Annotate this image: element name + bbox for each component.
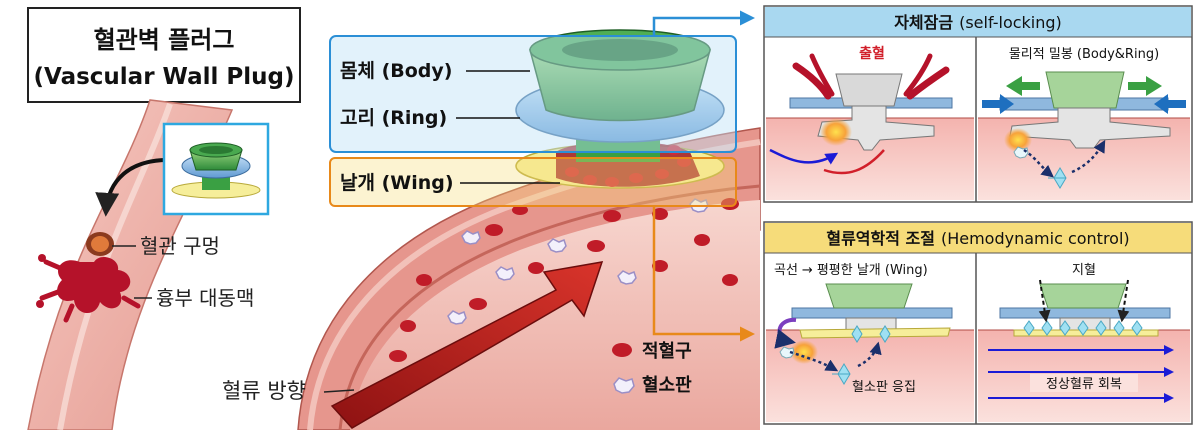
aorta-label: 흉부 대동맥 <box>156 286 254 310</box>
flow-label: 혈류 방향 <box>222 379 306 403</box>
plug-device <box>515 29 725 189</box>
title-box: 혈관벽 플러그 (Vascular Wall Plug) <box>27 7 301 103</box>
title-line1: 혈관벽 플러그 <box>94 26 235 54</box>
insert-arrow <box>95 158 169 217</box>
panel-bottom-left-sub: 혈소판 응집 <box>852 380 916 395</box>
panel-bottom-title: 혈류역학적 조절(Hemodynamic control) <box>826 229 1129 248</box>
wing-box: 날개 (Wing) <box>329 157 737 207</box>
platelet-group <box>447 198 709 325</box>
legend-rbc-label: 적혈구 <box>642 340 692 362</box>
body-label: 몸체 (Body) <box>340 60 452 82</box>
panel-top-right-label: 물리적 밀봉 (Body&Ring) <box>1009 47 1159 62</box>
panel-bottom-right-sub: 정상혈류 회복 <box>1046 377 1122 392</box>
panel-self-locking: 자체잠금(self-locking) 출혈 물리적 밀봉 (Body&Ring) <box>763 5 1193 203</box>
panel-top-title: 자체잠금(self-locking) <box>894 13 1062 32</box>
rbc-group <box>389 198 739 362</box>
panel-bottom-right-label: 지혈 <box>1072 263 1096 278</box>
panel-top-left-label: 출혈 <box>859 45 885 62</box>
legend-platelet-label: 혈소판 <box>642 374 692 396</box>
body-ring-box: 몸체 (Body) 고리 (Ring) <box>329 35 737 153</box>
legend: 적혈구 혈소판 <box>612 340 692 396</box>
device-inset <box>162 122 270 216</box>
legend-platelet-swatch <box>613 377 635 394</box>
blood-splash <box>36 232 141 323</box>
legend-rbc-swatch <box>612 343 632 357</box>
ring-label: 고리 (Ring) <box>340 107 447 129</box>
flow-arrow <box>330 261 604 429</box>
title-line2: (Vascular Wall Plug) <box>34 64 295 90</box>
connector-top <box>652 10 755 36</box>
flow-leader <box>323 389 355 393</box>
panel-bottom-left-label: 곡선→평평한 날개 (Wing) <box>774 263 928 278</box>
connector-bottom <box>652 206 755 342</box>
panel-hemodynamic: 혈류역학적 조절(Hemodynamic control) 곡선→평평한 날개 … <box>763 221 1193 425</box>
wing-label: 날개 (Wing) <box>340 172 454 194</box>
hole-label: 혈관 구멍 <box>140 234 220 258</box>
